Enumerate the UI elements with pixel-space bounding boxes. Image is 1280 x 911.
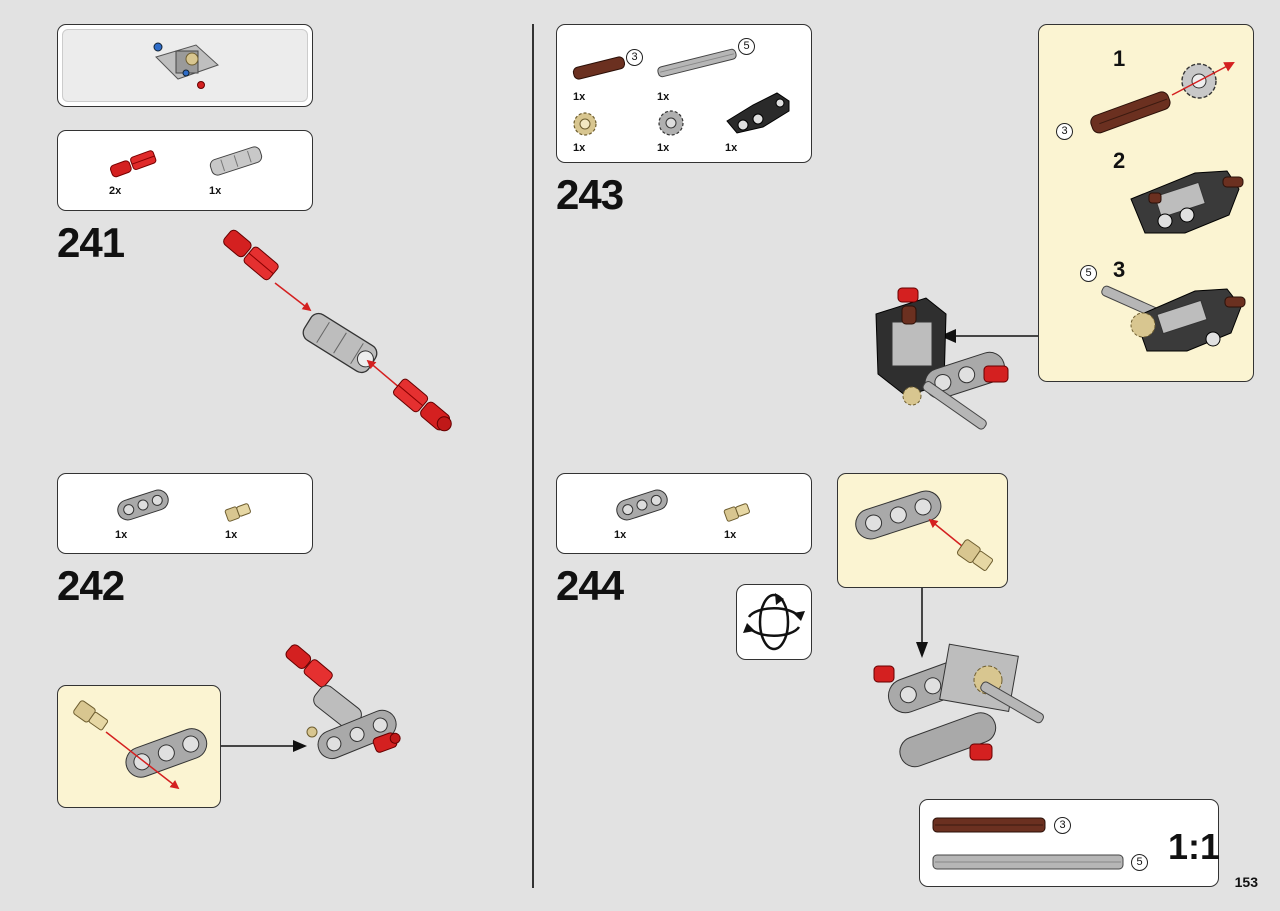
red-axle-pin-part [110,150,157,178]
substep-3-image [1101,285,1246,352]
brown-axle-3-scale [932,817,1046,833]
quantity-label: 1x [614,529,627,541]
beam-pin-callout-image [73,700,208,790]
sub-assembly-image [153,42,219,89]
parts-list-242: 1x 1x [57,473,313,554]
substep-1-image [1090,62,1235,134]
quantity-label: 1x [724,529,737,541]
tan-pin-part [723,503,750,522]
step-244-assembly-image [873,643,1044,768]
substep-number: 2 [1113,148,1126,173]
grey-pin-connector-part [209,146,263,176]
substep-number: 1 [1113,46,1126,71]
step-244-callout [837,473,1008,588]
quantity-label: 1x [725,142,738,154]
column-divider [532,24,534,888]
rotate-model-badge [736,584,812,660]
grey-axle-5-scale [932,854,1124,870]
tan-pin-part [224,503,251,522]
arrow-icon [940,329,1038,343]
axle-length-badge: 5 [738,38,755,55]
page-number: 153 [1234,874,1258,890]
grey-beam-part [616,489,668,521]
quantity-label: 1x [115,529,128,541]
brown-axle-part [572,56,626,80]
arrow-icon [221,740,307,752]
scale-label: 1:1 [1168,826,1221,867]
axle-length-badge: 5 [1131,854,1148,871]
parts-list-244: 1x 1x [556,473,812,554]
step-243-assembly-image [875,287,1009,430]
substep-2-image [1130,170,1244,234]
scale-reference-box: 3 5 1:1 [919,799,1221,887]
step-242-callout [57,685,221,808]
axle-length-badge: 3 [1054,817,1071,834]
tan-gear-part [573,112,597,136]
quantity-label: 1x [573,91,586,103]
arrow-icon [916,588,928,658]
step-number-242: 242 [57,562,125,609]
quantity-label: 2x [109,185,122,197]
quantity-label: 1x [573,142,586,154]
quantity-label: 1x [209,185,222,197]
beam-pin-callout-image [855,490,994,571]
black-angle-beam-part [726,92,790,134]
quantity-label: 1x [657,91,670,103]
step-number-243: 243 [556,171,624,218]
step-number-244: 244 [556,562,624,609]
axle-length-badge: 3 [1056,123,1073,140]
previous-step-preview [57,24,313,107]
quantity-label: 1x [657,142,670,154]
quantity-label: 1x [225,529,238,541]
parts-list-241: 2x 1x [57,130,313,211]
step-number-241: 241 [57,219,125,266]
grey-beam-part [117,489,169,521]
step-243-substeps-callout: 1 3 2 5 3 [1038,24,1254,382]
step-242-assembly-image [285,644,401,760]
step-241-assembly-image [223,229,452,432]
rotate-model-icon [743,593,805,651]
parts-list-243: 3 1x 5 1x 1x 1x 1x [556,24,812,163]
grey-axle-part [657,48,737,78]
grey-gear-part [658,110,684,136]
substep-number: 3 [1113,257,1126,282]
axle-length-badge: 5 [1080,265,1097,282]
axle-length-badge: 3 [626,49,643,66]
